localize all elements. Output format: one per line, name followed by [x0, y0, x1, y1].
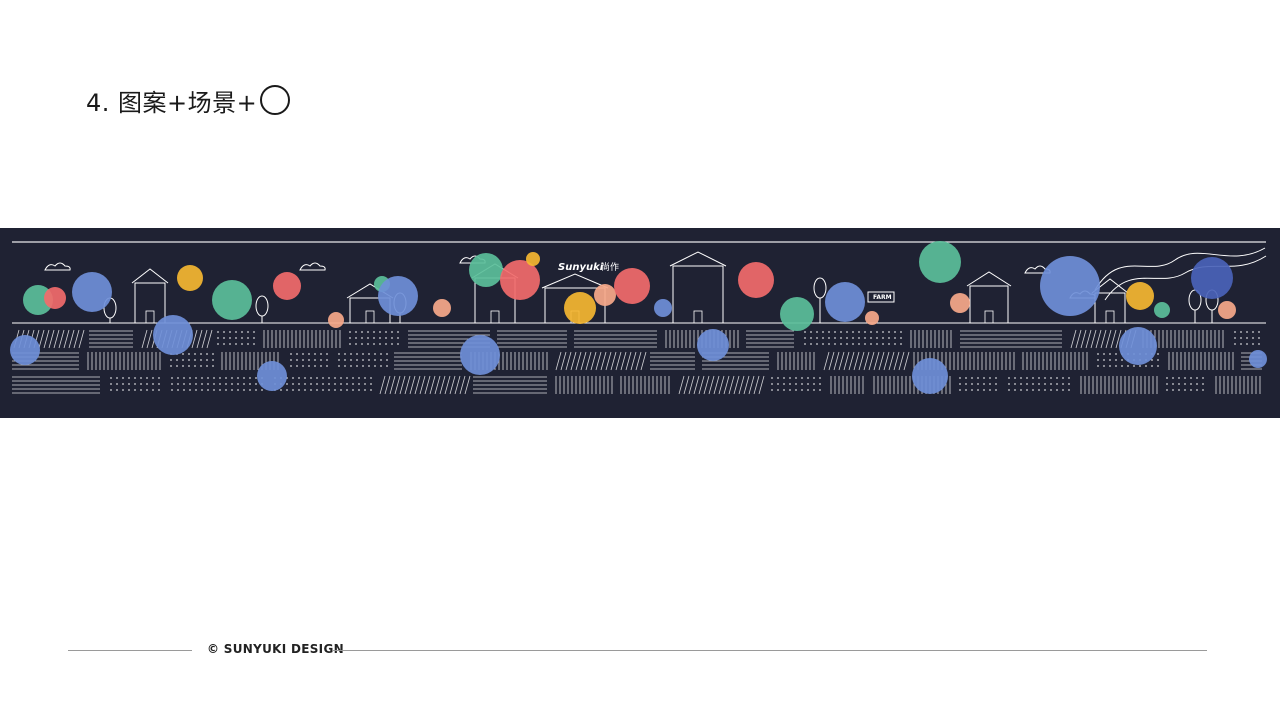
pattern-tile [574, 330, 657, 348]
pattern-tile [170, 353, 214, 367]
color-dot [780, 297, 814, 331]
tree-outline [255, 295, 269, 323]
color-dot [1126, 282, 1154, 310]
pattern-tile [650, 352, 695, 370]
color-dot [697, 329, 729, 361]
pattern-tile [910, 330, 952, 348]
color-dot [72, 272, 112, 312]
pattern-tile [1022, 352, 1088, 370]
pattern-tile [171, 377, 263, 391]
color-dot [212, 280, 252, 320]
pattern-tile [555, 376, 613, 394]
house-outline [669, 251, 727, 324]
pattern-tile [274, 377, 372, 391]
color-dot [1249, 350, 1267, 368]
pattern-tile [771, 377, 821, 391]
brand-logo-text: Sunyuki [558, 262, 604, 273]
banner-illustration: Sunyuki 尚作 FARM [0, 228, 1280, 418]
pattern-tile [290, 353, 328, 367]
pattern-tile [804, 331, 902, 345]
color-dot [328, 312, 344, 328]
slide-heading-text: 4. 图案+场景+ [86, 88, 258, 117]
pattern-tile [555, 351, 647, 371]
color-dot [912, 358, 948, 394]
circle-outline-icon [260, 85, 291, 115]
pattern-tile [263, 330, 341, 348]
pattern-tile [960, 330, 1062, 348]
color-dot [1191, 257, 1233, 299]
color-dot [1154, 302, 1170, 318]
pattern-tile [1168, 352, 1234, 370]
color-dot [1040, 256, 1100, 316]
pattern-tile [777, 352, 815, 370]
pattern-tile [87, 352, 161, 370]
cloud-icon [44, 262, 71, 271]
farm-sign-text: FARM [873, 294, 892, 301]
color-dot [564, 292, 596, 324]
color-dot [433, 299, 451, 317]
pattern-tile [823, 351, 910, 371]
color-dot [257, 361, 287, 391]
pattern-tile [1166, 377, 1204, 391]
pattern-tile [678, 375, 765, 395]
color-dot [44, 287, 66, 309]
color-dot [654, 299, 672, 317]
color-dot [1119, 327, 1157, 365]
footer-credit: © SUNYUKI DESIGN [207, 642, 344, 656]
pattern-tile [217, 331, 255, 345]
pattern-tile [394, 352, 462, 370]
color-dot [738, 262, 774, 298]
cloud-icon [299, 262, 326, 271]
color-dot [614, 268, 650, 304]
pattern-tile [1080, 376, 1158, 394]
tree-outline [813, 277, 827, 323]
house-outline [131, 268, 169, 324]
pattern-tile [620, 376, 670, 394]
color-dots [10, 241, 1267, 394]
pattern-tile [830, 376, 864, 394]
house-outline [966, 271, 1012, 324]
brand-logo-cn: 尚作 [601, 261, 619, 273]
color-dot [378, 276, 418, 316]
color-dot [469, 253, 503, 287]
color-dot [594, 284, 616, 306]
color-dot [919, 241, 961, 283]
pattern-tile [349, 331, 399, 345]
pattern-tile [379, 375, 471, 395]
color-dot [273, 272, 301, 300]
pattern-tile [1234, 331, 1260, 345]
footer-rule-left [68, 650, 192, 651]
pattern-tile [959, 377, 997, 391]
hill-curve [1104, 255, 1267, 301]
color-dot [500, 260, 540, 300]
pattern-tile [497, 330, 567, 348]
color-dot [460, 335, 500, 375]
color-dot [865, 311, 879, 325]
color-dot [10, 335, 40, 365]
pattern-tile [473, 376, 547, 394]
color-dot [526, 252, 540, 266]
brand-logo: Sunyuki 尚作 [558, 261, 619, 273]
pattern-tile [12, 376, 100, 394]
pattern-scene-banner: Sunyuki 尚作 FARM [0, 228, 1280, 418]
footer-rule-right [333, 650, 1207, 651]
pattern-tile [913, 352, 1015, 370]
color-dot [950, 293, 970, 313]
color-dot [1218, 301, 1236, 319]
pattern-tile [1215, 376, 1261, 394]
color-dot [153, 315, 193, 355]
pattern-tile [110, 377, 160, 391]
pattern-tile [746, 330, 794, 348]
color-dot [825, 282, 865, 322]
hill-curve [1094, 247, 1266, 291]
slide-heading: 4. 图案+场景+ [86, 82, 291, 118]
pattern-tile [1008, 377, 1070, 391]
pattern-tile [338, 353, 388, 367]
color-dot [177, 265, 203, 291]
farm-sign [867, 291, 895, 303]
pattern-tile [89, 330, 133, 348]
